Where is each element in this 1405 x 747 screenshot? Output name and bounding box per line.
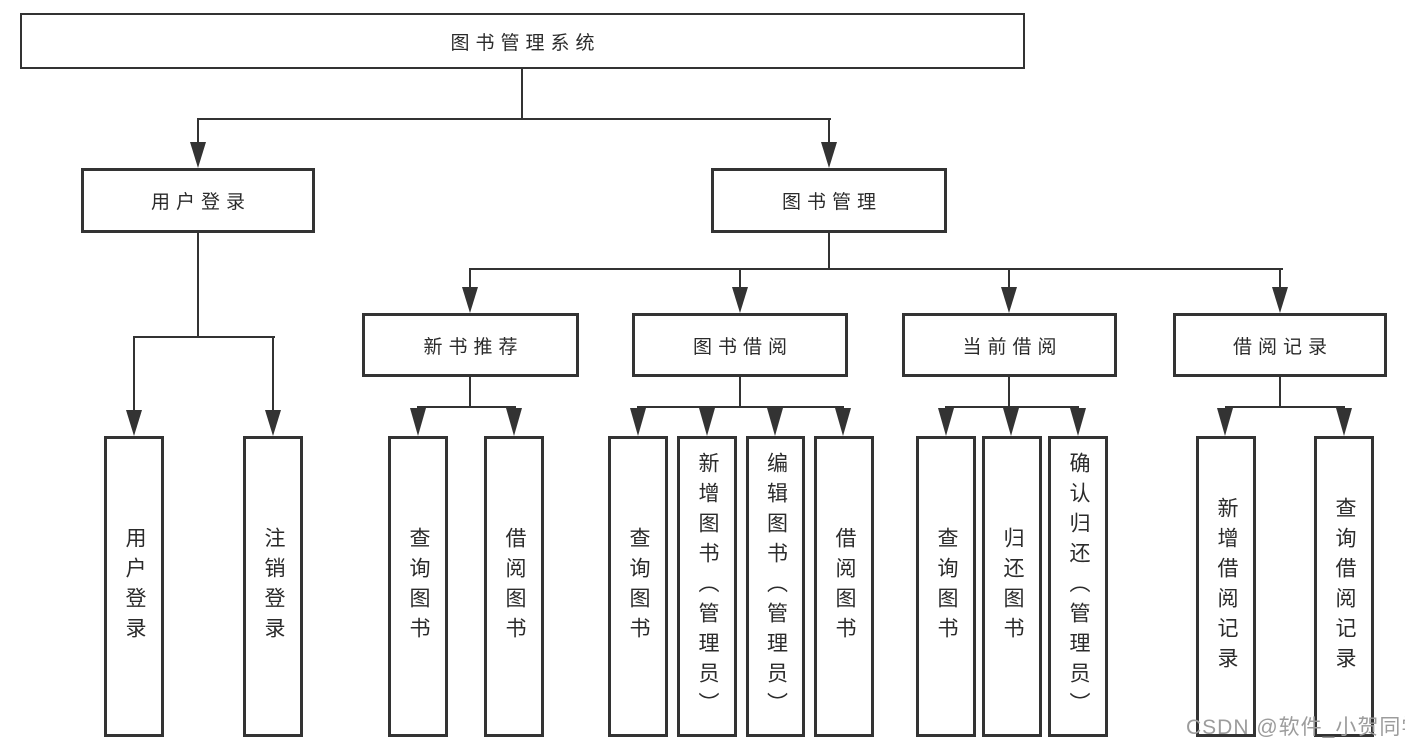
arrow-down-icon [835,408,851,436]
node-book-borrow: 图书借阅 [632,313,848,377]
node-book-borrow-label: 图书借阅 [692,336,793,358]
connector-drop-book-management [828,118,830,144]
node-borrow-records: 借阅记录 [1173,313,1387,377]
connector-drop-leaf-logout [272,336,274,412]
leaf-nb-borrow-books-label: 借阅图书 [503,526,526,647]
leaf-cb-confirm-return-label: 确认归还（管理员） [1067,451,1090,722]
connector-root-down [521,68,523,120]
connector-current-borrow-split [945,406,1079,408]
leaf-nb-borrow-books: 借阅图书 [484,436,544,737]
arrow-down-icon [630,408,646,436]
leaf-cb-return-books: 归还图书 [982,436,1042,737]
leaf-br-add-record-label: 新增借阅记录 [1215,496,1238,677]
arrow-down-icon [190,142,206,168]
csdn-watermark: CSDN @软件_小贺同学 [1186,716,1405,739]
node-book-management-label: 图书管理 [781,192,882,213]
connector-current-borrow-down [1008,377,1010,408]
leaf-bb-add-books-label: 新增图书（管理员） [696,451,719,722]
arrow-down-icon [1003,408,1019,436]
node-new-book-recommend-label: 新书推荐 [423,336,524,358]
node-user-login-label: 用户登录 [150,192,251,213]
arrow-down-icon [265,410,281,436]
connector-drop-user-login [197,118,199,144]
arrow-down-icon [732,287,748,313]
arrow-down-icon [1001,287,1017,313]
leaf-nb-query-books-label: 查询图书 [407,526,430,647]
leaf-bb-add-books: 新增图书（管理员） [677,436,737,737]
leaf-bb-edit-books-label: 编辑图书（管理员） [764,451,788,722]
leaf-cb-query-books-label: 查询图书 [935,526,958,647]
node-current-borrow: 当前借阅 [902,313,1117,377]
connector-book-borrow-down [739,377,741,408]
arrow-down-icon [126,410,142,436]
leaf-br-query-record-label: 查询借阅记录 [1333,496,1356,677]
arrow-down-icon [1336,408,1352,436]
connector-drop-leaf-login [133,336,135,412]
arrow-down-icon [506,408,522,436]
connector-level1-split [197,118,831,120]
connector-drop-book-borrow [739,268,741,289]
leaf-bb-query-books-label: 查询图书 [627,526,650,647]
leaf-br-query-record: 查询借阅记录 [1314,436,1374,737]
connector-book-management-down [828,233,830,270]
leaf-logout: 注销登录 [243,436,303,737]
node-current-borrow-label: 当前借阅 [962,336,1063,358]
leaf-user-login-label: 用户登录 [123,526,146,647]
arrow-down-icon [410,408,426,436]
arrow-down-icon [767,408,783,436]
node-root-system: 图书管理系统 [20,13,1025,69]
node-user-login: 用户登录 [81,168,315,233]
connector-book-borrow-split [637,406,844,408]
node-root-label: 图书管理系统 [450,32,601,54]
leaf-cb-confirm-return: 确认归还（管理员） [1048,436,1108,737]
connector-level3-split [469,268,1283,270]
connector-new-books-down [469,377,471,408]
connector-borrow-records-split [1225,406,1345,408]
leaf-cb-return-books-label: 归还图书 [1001,526,1024,647]
leaf-cb-query-books: 查询图书 [916,436,976,737]
connector-drop-borrow-records [1279,268,1281,289]
connector-borrow-records-down [1279,377,1281,408]
arrow-down-icon [821,142,837,168]
arrow-down-icon [1070,408,1086,436]
connector-drop-current-borrow [1008,268,1010,289]
connector-drop-new-books [469,268,471,289]
leaf-user-login: 用户登录 [104,436,164,737]
leaf-bb-query-books: 查询图书 [608,436,668,737]
connector-new-books-split [417,406,516,408]
leaf-bb-edit-books: 编辑图书（管理员） [746,436,805,737]
arrow-down-icon [462,287,478,313]
connector-user-login-down [197,233,199,338]
node-new-book-recommend: 新书推荐 [362,313,579,377]
arrow-down-icon [938,408,954,436]
arrow-down-icon [1272,287,1288,313]
connector-user-login-split [133,336,275,338]
arrow-down-icon [1217,408,1233,436]
leaf-bb-borrow-books: 借阅图书 [814,436,874,737]
node-borrow-records-label: 借阅记录 [1232,336,1333,358]
arrow-down-icon [699,408,715,436]
leaf-bb-borrow-books-label: 借阅图书 [833,526,856,647]
leaf-logout-label: 注销登录 [262,526,285,647]
node-book-management: 图书管理 [711,168,947,233]
leaf-nb-query-books: 查询图书 [388,436,448,737]
leaf-br-add-record: 新增借阅记录 [1196,436,1256,737]
